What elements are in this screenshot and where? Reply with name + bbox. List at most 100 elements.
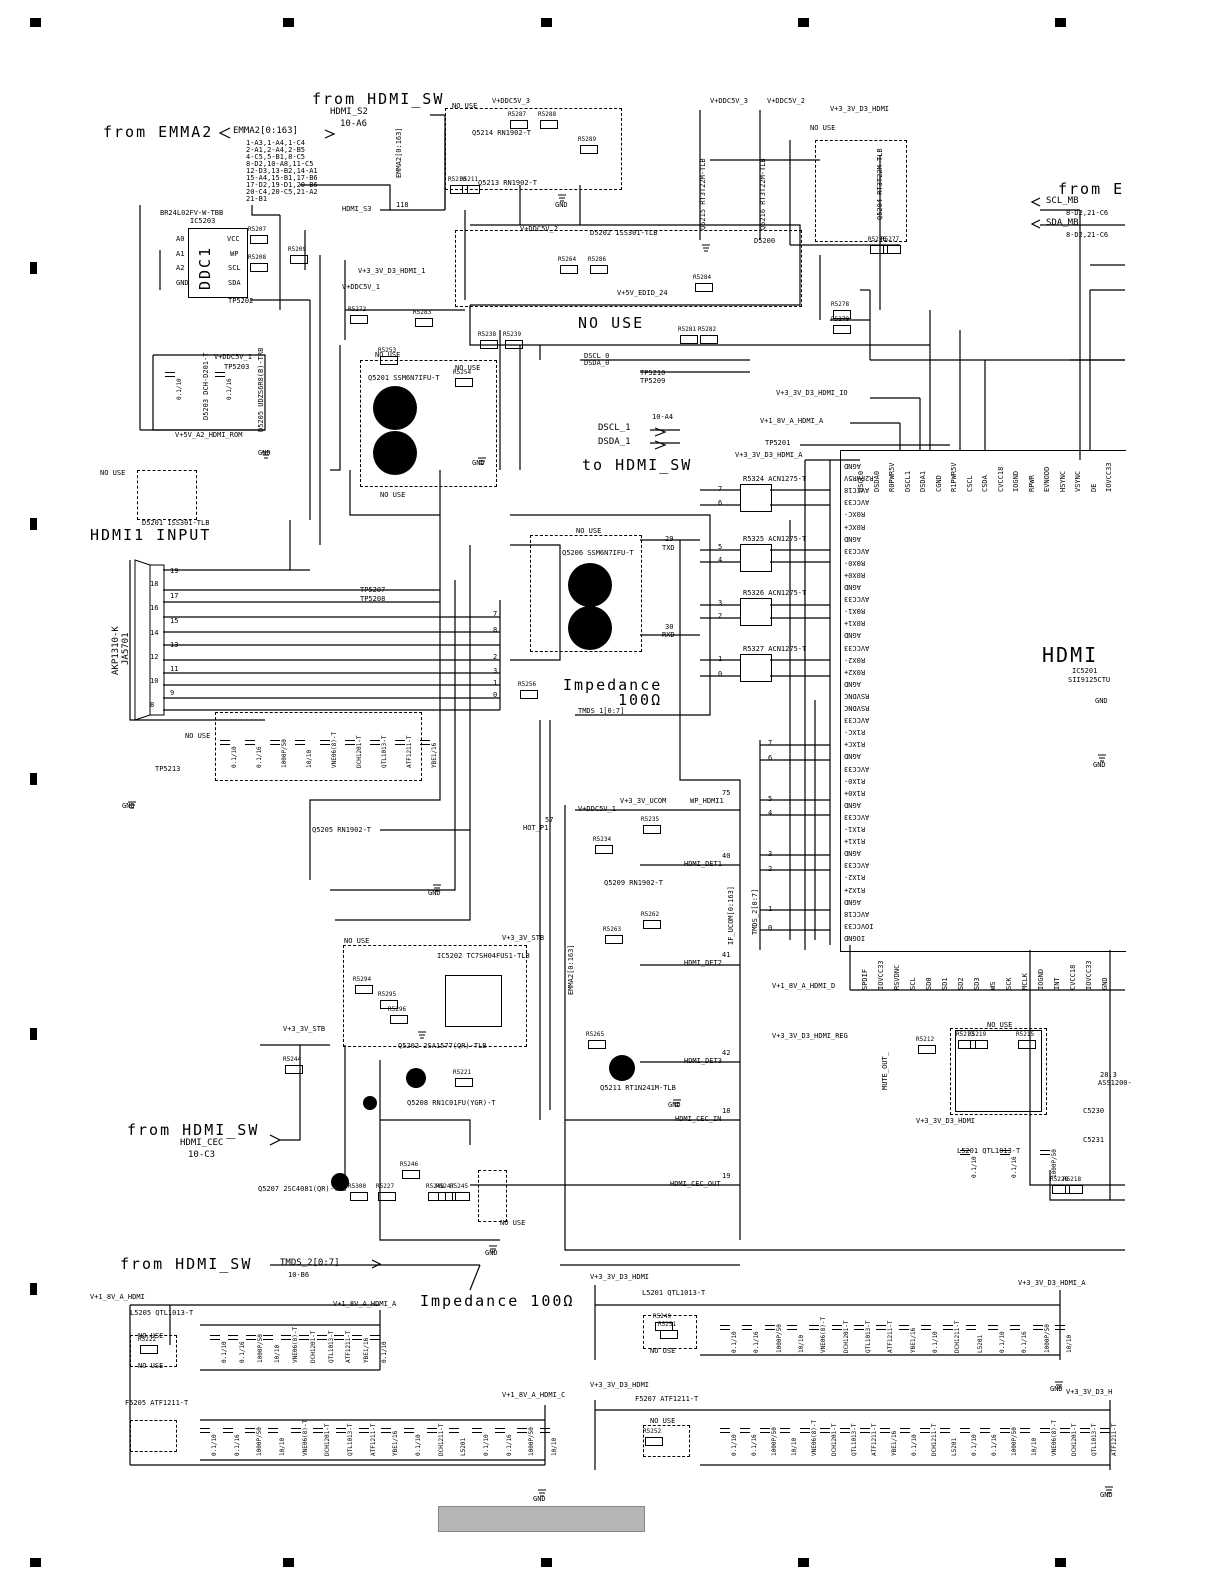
f5207-box — [643, 1425, 690, 1457]
resistor-symbol — [140, 1345, 158, 1354]
test-point: TP5208 — [360, 595, 386, 603]
ic-pin-left: R1X0- — [844, 776, 866, 785]
resistor-symbol — [390, 1015, 408, 1024]
resistor-label: R5278 — [831, 301, 850, 308]
emma-map-line: 4-C5,5-B1,8-C5 — [246, 153, 306, 161]
capacitor-label: 10/10 — [1066, 1334, 1073, 1353]
capacitor-label: ATF1211-T — [887, 1320, 895, 1353]
capacitor-symbol — [921, 1325, 931, 1330]
rail-label: V+DDC5V_2 — [520, 225, 558, 233]
ic-pin-left: AVCC18 — [844, 909, 870, 918]
ddc-ref: DDC1 — [196, 245, 214, 290]
resistor-array-label: R5326 ACN1275-T — [743, 589, 807, 597]
ic-pin-left: R1X2- — [844, 873, 866, 882]
c5239-box — [478, 1170, 507, 1222]
ic-pin-bottom: CVCC18 — [1069, 964, 1077, 990]
capacitor-symbol — [358, 1428, 369, 1433]
rail-label: V+3_3V_D3_HDMI — [590, 1273, 650, 1281]
capacitor-symbol — [1080, 1428, 1090, 1433]
emma-map-line: 21-B1 — [246, 195, 268, 203]
capacitor-symbol — [809, 1325, 820, 1330]
gnd-label: GND — [472, 459, 485, 467]
net-dscl1: DSCL_1 — [598, 423, 631, 433]
ic-pin-top: R1PWR5V — [950, 462, 958, 492]
emma-map-line: 20-C4,20-C5,21-A2 — [246, 188, 318, 196]
ic-pin-left: AVCC33 — [844, 764, 870, 773]
ic-pin-left: R0X1- — [844, 607, 866, 616]
part-label: Q5215 RT3T22M-TLB — [699, 158, 707, 230]
capacitor-symbol — [760, 1428, 770, 1433]
capacitor-symbol — [395, 740, 405, 745]
r5251-box — [643, 1315, 697, 1349]
ddc-pin: WP — [230, 250, 239, 258]
port-from-hdmi-sw-cec: from HDMI_SW — [127, 1121, 260, 1139]
resistor-symbol — [355, 985, 373, 994]
rail-label: V+3_3V_D3_HDMI — [590, 1381, 650, 1389]
capacitor-symbol — [1032, 1325, 1043, 1330]
resistor-symbol — [588, 1040, 606, 1049]
port-from-e: from E — [1058, 180, 1125, 198]
coil-label: F5207 ATF1211-T — [635, 1395, 699, 1403]
ic-pin-left: R1XC+ — [844, 740, 866, 749]
capacitor-symbol — [215, 372, 225, 377]
no-use-tag: NO USE — [987, 1021, 1013, 1029]
capacitor-label: QTL1013-T — [851, 1423, 858, 1456]
ic-pin-top: R0PWR5V — [888, 462, 896, 492]
gnd-label: GND — [485, 1249, 498, 1257]
capacitor-symbol — [320, 740, 330, 745]
ic-pin-bottom: IOGND — [1037, 968, 1045, 990]
signal-pin: 118 — [396, 201, 409, 209]
signal-pin: 18 — [722, 1107, 731, 1115]
ic-pin-left: R1X2+ — [844, 885, 866, 894]
ic-pin-bottom: SCL — [909, 977, 917, 990]
no-use-tag: NO USE — [650, 1347, 676, 1355]
resistor-label: R5272 — [348, 306, 367, 313]
connector-pin: 16 — [150, 604, 159, 612]
coil-label: L5201 QTL1013-T — [642, 1289, 706, 1297]
capacitor-symbol — [880, 1428, 890, 1433]
ic-pin-left: AVCC33 — [844, 812, 870, 821]
resistor-symbol — [290, 255, 308, 264]
part-label: Q5208 RN1C01FU(YGR)-T — [407, 1099, 496, 1107]
capacitor-label: DCH1211-T — [931, 1423, 938, 1456]
capacitor-symbol — [920, 1428, 930, 1433]
bus-number: 2 — [493, 653, 498, 661]
capacitor-symbol — [352, 1335, 363, 1340]
registration-mark — [30, 518, 37, 530]
misc-label: 28.3 — [1100, 1071, 1117, 1079]
capacitor-symbol — [313, 1428, 324, 1433]
ic-pin-bottom: GND — [1101, 977, 1109, 990]
diode-label: D5205 UDZS6R8(B)-TRB — [257, 347, 265, 432]
resistor-label: R5262 — [641, 911, 660, 918]
capacitor-symbol — [840, 1428, 850, 1433]
resistor-label: R5296 — [388, 1006, 407, 1013]
ic-pin-left: R0XC+ — [844, 522, 866, 531]
registration-mark — [30, 773, 37, 785]
capacitor-label: DCH1201-T — [842, 1320, 850, 1353]
capacitor-symbol — [295, 740, 305, 745]
capacitor-label: VNE06(8)-T — [331, 731, 338, 768]
bus-number: 3 — [718, 599, 723, 607]
ic-pin-left: AGND — [844, 752, 861, 761]
capacitor-label: ATF1211-T — [369, 1423, 377, 1456]
resistor-symbol — [455, 1078, 473, 1087]
capacitor-label: 10/10 — [798, 1334, 805, 1353]
capacitor-label: QTL1013-T — [381, 735, 388, 768]
capacitor-symbol — [245, 1428, 256, 1433]
gnd-label: GND — [1100, 1491, 1113, 1499]
no-use-tag: NO USE — [100, 469, 126, 477]
signal-pin: 75 — [722, 789, 731, 797]
signal-label: IF_UCOM[0:163] — [727, 885, 735, 945]
capacitor-label: 1000P/50 — [1043, 1324, 1051, 1353]
ddc-pin: A2 — [176, 264, 185, 272]
capacitor-label: 0.1/16 — [1021, 1331, 1029, 1353]
capacitor-label: 0.1/16 — [505, 1434, 513, 1456]
capacitor-symbol — [220, 740, 230, 745]
connector-pin: 11 — [170, 665, 179, 673]
part-label: Q5202 2SA1577(QR)-TLB — [398, 1042, 487, 1050]
ic-pin-left: RSVDNC — [844, 704, 870, 712]
resistor-array-label: R5327 ACN1275-T — [743, 645, 807, 653]
capacitor-label: DCH1201-T — [324, 1423, 332, 1456]
resistor-label: R5252 — [643, 1428, 662, 1435]
test-point: TP5202 — [228, 297, 254, 305]
